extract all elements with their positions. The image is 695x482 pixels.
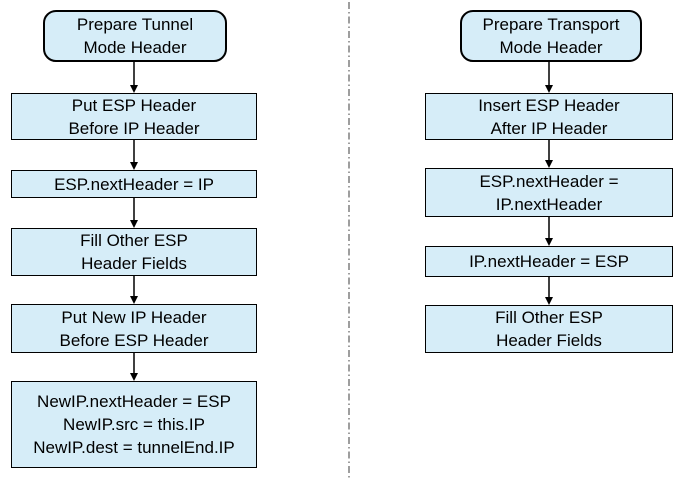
transport-start-box: Prepare Transport Mode Header: [460, 10, 642, 62]
flow-arrow: [130, 62, 138, 93]
flow-arrow: [130, 353, 138, 381]
flow-arrow: [545, 62, 553, 93]
tunnel-start-box: Prepare Tunnel Mode Header: [43, 10, 227, 62]
flow-arrow: [545, 140, 553, 168]
transport-step-fill-other-fields-box: Fill Other ESP Header Fields: [425, 305, 673, 353]
tunnel-step-put-new-ip-header-box: Put New IP Header Before ESP Header: [11, 304, 257, 353]
tunnel-step-put-esp-header-box: Put ESP Header Before IP Header: [11, 93, 257, 140]
flow-arrow: [130, 140, 138, 170]
tunnel-step-esp-nextheader-box: ESP.nextHeader = IP: [11, 170, 257, 198]
tunnel-step-newip-fields-box: NewIP.nextHeader = ESP NewIP.src = this.…: [11, 381, 257, 468]
flow-arrow: [545, 217, 553, 246]
transport-step-ip-nextheader-box: IP.nextHeader = ESP: [425, 246, 673, 277]
transport-step-insert-esp-header-box: Insert ESP Header After IP Header: [425, 93, 673, 140]
tunnel-step-fill-other-fields-box: Fill Other ESP Header Fields: [11, 228, 257, 276]
transport-step-esp-nextheader-box: ESP.nextHeader = IP.nextHeader: [425, 168, 673, 217]
flow-arrow: [545, 277, 553, 305]
flow-arrow: [130, 198, 138, 228]
flow-arrow: [130, 276, 138, 304]
